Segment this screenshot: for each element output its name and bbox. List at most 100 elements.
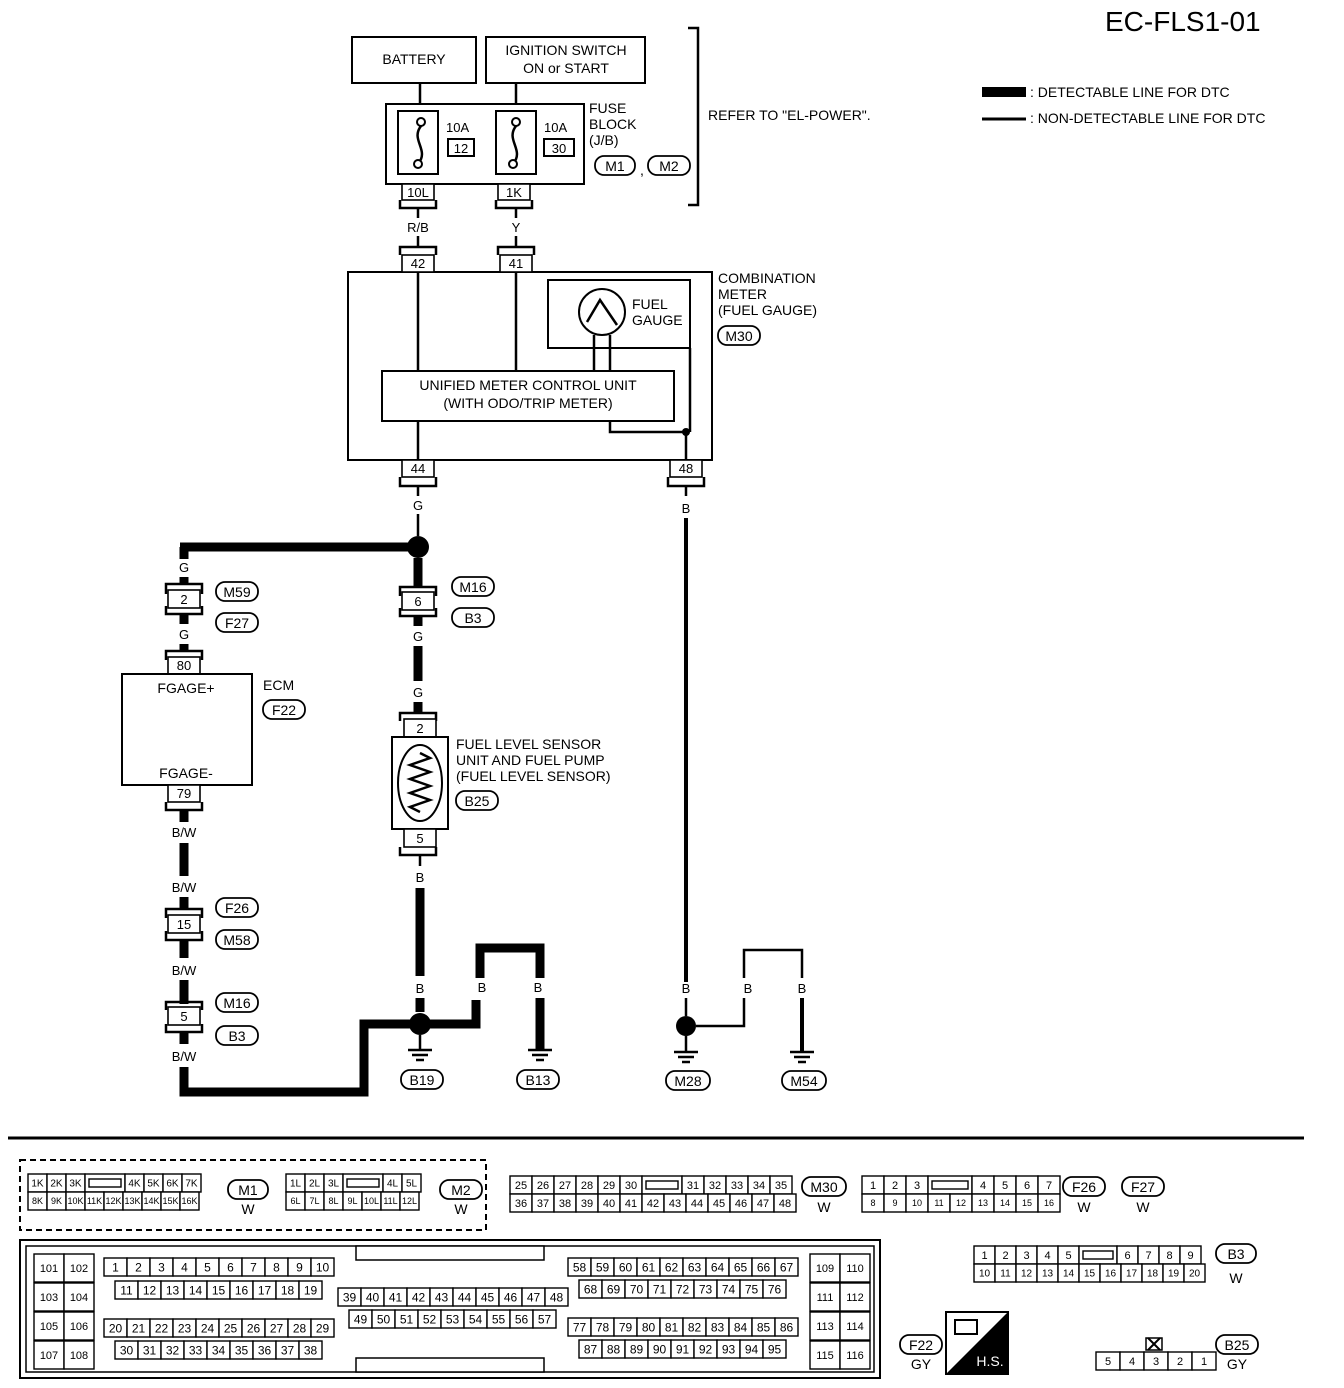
conn-m59: M59 <box>223 584 250 600</box>
connector-pin-label: 113 <box>816 1321 834 1333</box>
connector-pin-label: 11 <box>120 1283 133 1297</box>
connector-pin <box>33 1340 65 1370</box>
connector-pin-label: 9L <box>347 1196 357 1206</box>
connector-pin-label: 3 <box>1023 1250 1029 1262</box>
terminal-1k: 1K <box>494 183 534 210</box>
connector-pin-label: 4 <box>980 1180 986 1192</box>
fuse-block-conn-m2: M2 <box>659 158 679 174</box>
connector-pin-label: 31 <box>143 1343 157 1357</box>
wire-color-b-4: B <box>534 980 543 995</box>
connector-pin-label: 111 <box>817 1292 834 1304</box>
wire-color-bw-1: B/W <box>172 825 197 840</box>
connector-pin-label: 10 <box>979 1269 991 1280</box>
connector-pin-label: 1 <box>112 1260 119 1274</box>
connector-pin-label: 46 <box>504 1290 518 1304</box>
connector-pin-label: 6 <box>1024 1180 1030 1192</box>
connector-pin <box>774 1257 799 1277</box>
connector-pin-label: 38 <box>559 1198 571 1210</box>
fuse-block-label-2: BLOCK <box>589 116 637 132</box>
connector-pin-label: 75 <box>745 1282 759 1296</box>
connector-pin-label: 87 <box>584 1342 598 1356</box>
connector-pin-label: 5L <box>406 1179 418 1190</box>
connector-pin-label: 4K <box>128 1179 141 1190</box>
legend-non-detectable-text: : NON-DETECTABLE LINE FOR DTC <box>1030 110 1265 126</box>
connector-pin-label: 18 <box>281 1283 295 1297</box>
meter-conn-m30: M30 <box>725 328 752 344</box>
connector-pin-label: 3 <box>1153 1356 1159 1368</box>
connector-pin-label: 52 <box>423 1312 437 1326</box>
connector-pin-label: 8 <box>1166 1250 1172 1262</box>
connector-pin-label: 25 <box>224 1321 238 1335</box>
connector-pin-label: 10L <box>364 1196 379 1206</box>
connector-pin-label: 16K <box>181 1196 197 1206</box>
connector-pin-label: 33 <box>731 1180 743 1192</box>
connector-b3-label: B3 <box>1227 1246 1244 1262</box>
wire-color-b-m48: B <box>682 501 691 516</box>
connector-pin-label: 55 <box>492 1312 506 1326</box>
wire-color-rb: R/B <box>407 220 429 235</box>
connector-pin-label: 31 <box>687 1180 699 1192</box>
connector-pin-label: 26 <box>247 1321 261 1335</box>
wire-color-b-5: B <box>682 981 691 996</box>
connector-pin <box>839 1340 871 1370</box>
connector-pin-label: 115 <box>816 1350 834 1362</box>
connector-pin-label: 7 <box>1046 1180 1052 1192</box>
connector-pin-label: 35 <box>235 1343 249 1357</box>
connector-pin <box>544 1287 569 1307</box>
connector-pin-label: 61 <box>642 1260 656 1274</box>
connector-pin-label: 105 <box>40 1321 58 1333</box>
connector-pin-label: 28 <box>581 1180 593 1192</box>
connector-pin-label: 14K <box>143 1196 159 1206</box>
connector-pin-label: 36 <box>258 1343 272 1357</box>
svg-text:10L: 10L <box>407 185 429 200</box>
connector-pin-label: 12K <box>105 1196 121 1206</box>
connector-pin-label: 18 <box>1147 1269 1159 1280</box>
connector-pin <box>839 1282 871 1312</box>
connector-pin-label: 44 <box>458 1290 472 1304</box>
connector-pin-label: 32 <box>166 1343 180 1357</box>
connector-key <box>645 1180 679 1190</box>
diagram-title: EC-FLS1-01 <box>1105 6 1261 37</box>
connector-pin-label: 5 <box>1002 1180 1008 1192</box>
ecm-pin-79: 79 <box>177 786 191 801</box>
connector-pin-label: 15 <box>212 1283 226 1297</box>
connector-pin-label: 81 <box>665 1320 679 1334</box>
connector-pin <box>762 1279 787 1299</box>
connector-pin-label: 7L <box>309 1196 319 1206</box>
connector-pin-label: 13 <box>166 1283 180 1297</box>
ground-b13-label: B13 <box>526 1072 551 1088</box>
connector-pin-label: 9 <box>1187 1250 1193 1262</box>
connector-pin-label: 102 <box>70 1263 88 1275</box>
meter-label-3: (FUEL GAUGE) <box>718 302 817 318</box>
joint-m16-b3-left: 5 M16 B3 <box>164 992 259 1046</box>
connector-pin-label: 36 <box>515 1198 527 1210</box>
fuel-gauge-icon <box>578 288 626 336</box>
connector-pin-label: 43 <box>669 1198 681 1210</box>
connector-pin-label: 12 <box>1021 1269 1033 1280</box>
ground-b19-label: B19 <box>410 1072 435 1088</box>
connector-pin-label: 83 <box>711 1320 725 1334</box>
fuse1-number: 12 <box>454 141 468 156</box>
fuse-block-label-3: (J/B) <box>589 132 619 148</box>
ground-m28: M28 <box>665 1050 711 1091</box>
conn-m16-mid: M16 <box>459 579 486 595</box>
connector-pin-label: 68 <box>584 1282 598 1296</box>
connector-pin-label: 7 <box>1145 1250 1151 1262</box>
sensor-label-1: FUEL LEVEL SENSOR <box>456 736 601 752</box>
connector-pin-label: 112 <box>846 1292 864 1304</box>
fuel-gauge-label-2: GAUGE <box>632 312 683 328</box>
connector-pin-label: 48 <box>779 1198 791 1210</box>
connector-f26-color: W <box>1077 1199 1091 1215</box>
connector-pin-label: 15 <box>1084 1269 1096 1280</box>
connector-pin <box>298 1280 323 1300</box>
fuse2-number: 30 <box>552 141 566 156</box>
connector-pin-label: 1K <box>31 1179 44 1190</box>
connector-pin <box>839 1253 871 1283</box>
connector-f27-color: W <box>1136 1199 1150 1215</box>
connector-pin <box>63 1311 95 1341</box>
connector-pin-label: 8 <box>870 1198 875 1208</box>
svg-text:2: 2 <box>180 592 187 607</box>
connector-pin-label: 10 <box>316 1260 330 1274</box>
